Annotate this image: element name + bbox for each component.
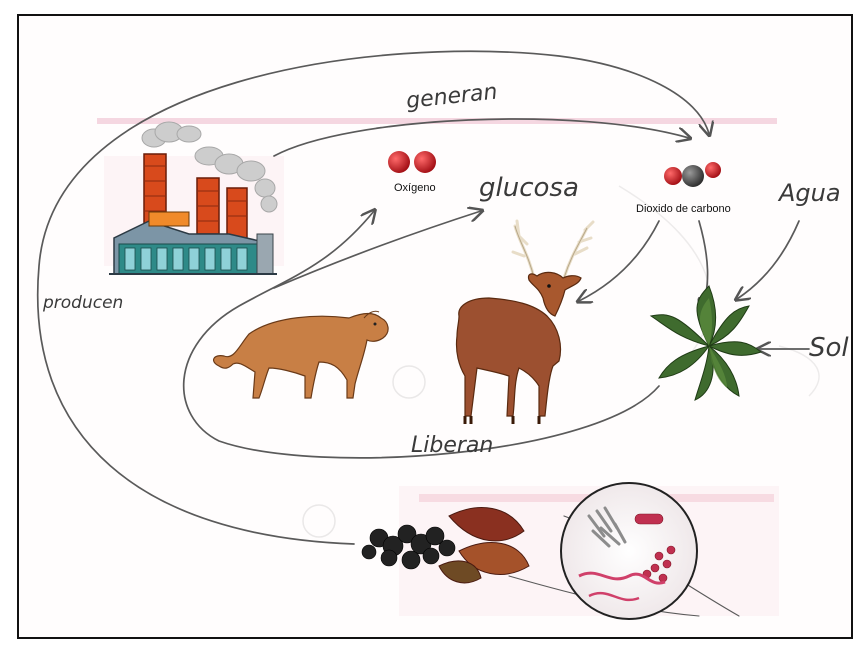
label-liberan: Liberan: [411, 433, 493, 458]
label-oxigeno: Oxígeno: [394, 182, 436, 194]
arrow-generan: [274, 119, 689, 156]
label-agua: Agua: [777, 179, 841, 207]
label-sol: Sol: [809, 333, 849, 363]
ecosystem-cycle-diagram: generan producen Liberan glucosa Agua So…: [19, 16, 851, 637]
cougar-icon: [214, 311, 389, 398]
plant-icon: [651, 286, 761, 400]
arrow-agua-to-plant: [737, 221, 799, 299]
arrow-producen: [38, 51, 709, 544]
arrow-co2-to-deer: [579, 221, 659, 301]
diagram-frame: generan producen Liberan glucosa Agua So…: [17, 14, 853, 639]
label-glucosa: glucosa: [479, 173, 579, 203]
label-generan: generan: [405, 80, 499, 114]
label-dioxido: Dioxido de carbono: [636, 203, 731, 215]
co2-molecule-icon: [664, 162, 721, 187]
oxygen-molecule-icon: [388, 151, 436, 173]
deer-icon: [456, 221, 593, 424]
ghost-marks: [303, 186, 819, 537]
label-producen: producen: [42, 293, 123, 313]
bacteria-magnifier-icon: [561, 483, 697, 619]
arrow-to-glucosa: [274, 211, 481, 288]
